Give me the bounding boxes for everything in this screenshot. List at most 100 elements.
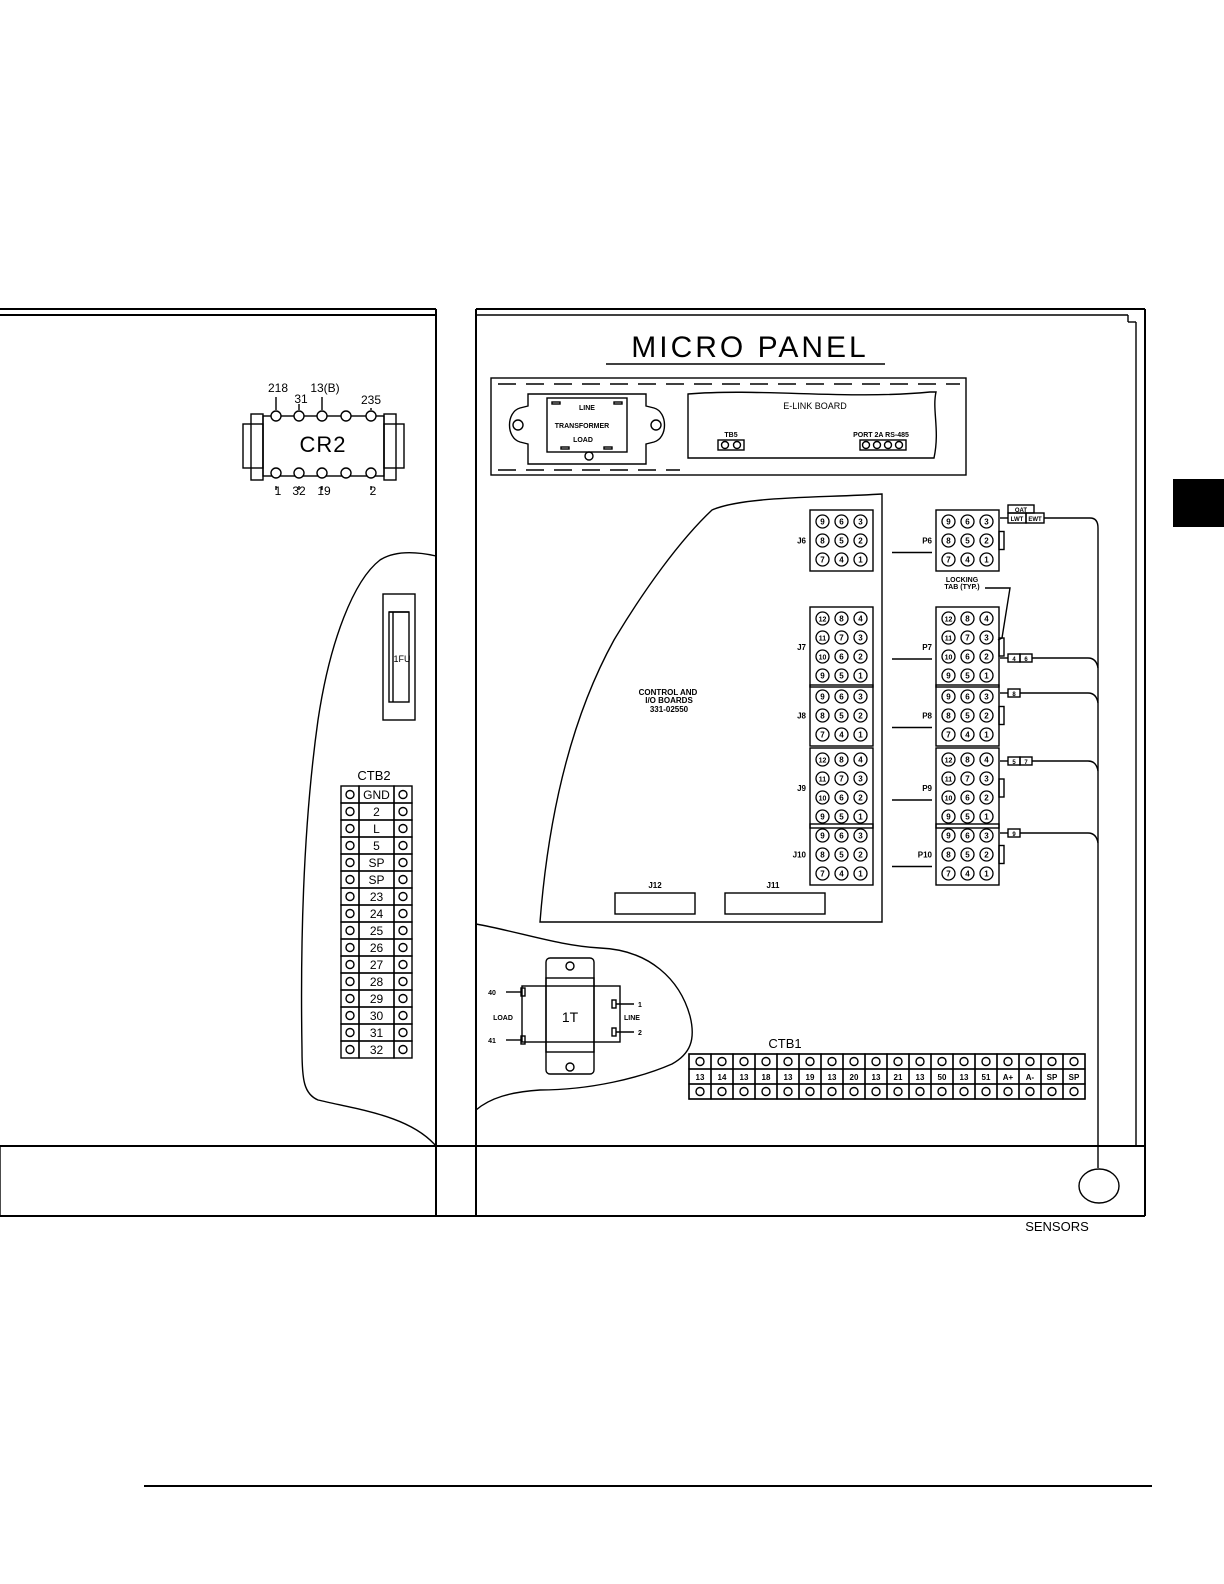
transformer-1t-load: LOAD [493,1015,513,1022]
connector-pin-number: 9 [820,693,825,702]
cr2-pin-19: 19 [317,484,331,498]
connector-pin [941,847,956,862]
connector-pin-number: 6 [839,653,844,662]
connector-pin [853,533,868,548]
j10-label: J10 [793,851,807,860]
connector-pin-number: 6 [839,832,844,841]
connector-pin-number: 4 [858,615,863,624]
cr2-terminal-bottom [270,467,282,479]
connector-pin-number: 5 [965,851,970,860]
connector-pin-number: 6 [965,832,970,841]
connector-pin-number: 5 [965,813,970,822]
j8-connector [809,684,874,747]
connector-pin [941,533,956,548]
ctb1-screw [871,1056,881,1067]
connector-pin [979,809,994,824]
connector-pin-number: 3 [984,832,989,841]
ctb1-terminal-label: 13 [696,1073,705,1082]
transformer-1t-pin-1: 1 [638,1002,642,1009]
connector-pin-number: 1 [984,672,989,681]
connector-pin [960,630,975,645]
connector-pin [941,630,956,645]
ctb1-screw [937,1056,947,1067]
cr2-pin-31: 31 [294,392,308,406]
transformer-line-label: LINE [579,405,595,412]
ctb2-screw [398,891,408,902]
connector-pin [941,752,956,767]
connector-pin-number: 3 [858,518,863,527]
connector-pin [960,689,975,704]
transformer-1t-pin-2: 2 [638,1030,642,1037]
connector-pin [960,752,975,767]
connector-pin [941,611,956,626]
connector-pin [815,790,830,805]
ctb2-screw [398,1044,408,1055]
ctb2-screw [398,789,408,800]
ctb2-screw [345,823,355,834]
ctb2-screw [345,1027,355,1038]
upper-component-box: LINE TRANSFORMER LOAD E-LINK BOARD TB5 P… [490,377,967,476]
ctb1-screw [805,1056,815,1067]
connector-pin [979,611,994,626]
elink-tb5-label: TB5 [724,432,737,439]
connector-pin [853,552,868,567]
j6-connector [809,509,874,572]
connector-pin [834,771,849,786]
ctb2-screw [345,1044,355,1055]
connector-pin-number: 2 [984,537,989,546]
ctb2-screw [345,959,355,970]
connector-pin-number: 5 [965,712,970,721]
ctb2-screw [398,874,408,885]
ctb2-terminal-label: SP [368,856,384,870]
j6-label: J6 [797,537,806,546]
connector-pin [815,649,830,664]
j12-label: J12 [648,881,662,890]
connector-pin-number: 3 [858,634,863,643]
connector-pin-number: 2 [984,794,989,803]
connector-pin [960,533,975,548]
connector-pin [941,514,956,529]
connector-pin [979,771,994,786]
connector-pin-number: 12 [945,617,953,624]
connector-pin-number: 11 [945,636,953,643]
connector-pin-number: 9 [820,518,825,527]
transformer-1t-line: LINE [624,1015,640,1022]
connector-pin-number: 8 [946,537,951,546]
connector-pin [853,668,868,683]
ctb2-screw [345,789,355,800]
connector-pin-number: 1 [984,813,989,822]
connector-pin-number: 4 [965,556,970,565]
ctb1-screw [893,1086,903,1097]
ctb1-screw [827,1086,837,1097]
connector-pin-number: 12 [819,617,827,624]
ctb1-screw [849,1086,859,1097]
connector-pin-number: 7 [946,556,951,565]
connector-pin-number: 8 [839,756,844,765]
ctb1-terminal-label: 19 [806,1073,815,1082]
ctb2-terminal-label: 2 [373,805,380,819]
connector-pin-number: 8 [820,851,825,860]
j12-header [614,892,696,915]
ctb2-terminal-label: 28 [370,975,384,989]
cabinet-frame [0,308,1146,1217]
ctb1-screw [1025,1086,1035,1097]
connector-pin [815,866,830,881]
j8-label: J8 [797,712,806,721]
j9-connector [809,747,874,829]
locking-tab-label-2: TAB (TYP.) [944,584,979,591]
ctb2-screw [398,857,408,868]
control-board-label-3: 331-02550 [650,705,689,714]
connector-pin [960,828,975,843]
connector-pin-number: 9 [820,813,825,822]
wire-tag-lwt: LWT [1011,517,1024,523]
wire-tag-8: 8 [1012,692,1016,698]
locking-tab-leader [985,587,1011,641]
ctb1-screw [1069,1056,1079,1067]
ctb1-terminal-label: 13 [740,1073,749,1082]
ctb2-screw [345,925,355,936]
connector-pin-number: 12 [945,758,953,765]
connector-pin [960,552,975,567]
ctb1-screw [783,1056,793,1067]
connector-pin [979,533,994,548]
ctb1-screw [1069,1086,1079,1097]
